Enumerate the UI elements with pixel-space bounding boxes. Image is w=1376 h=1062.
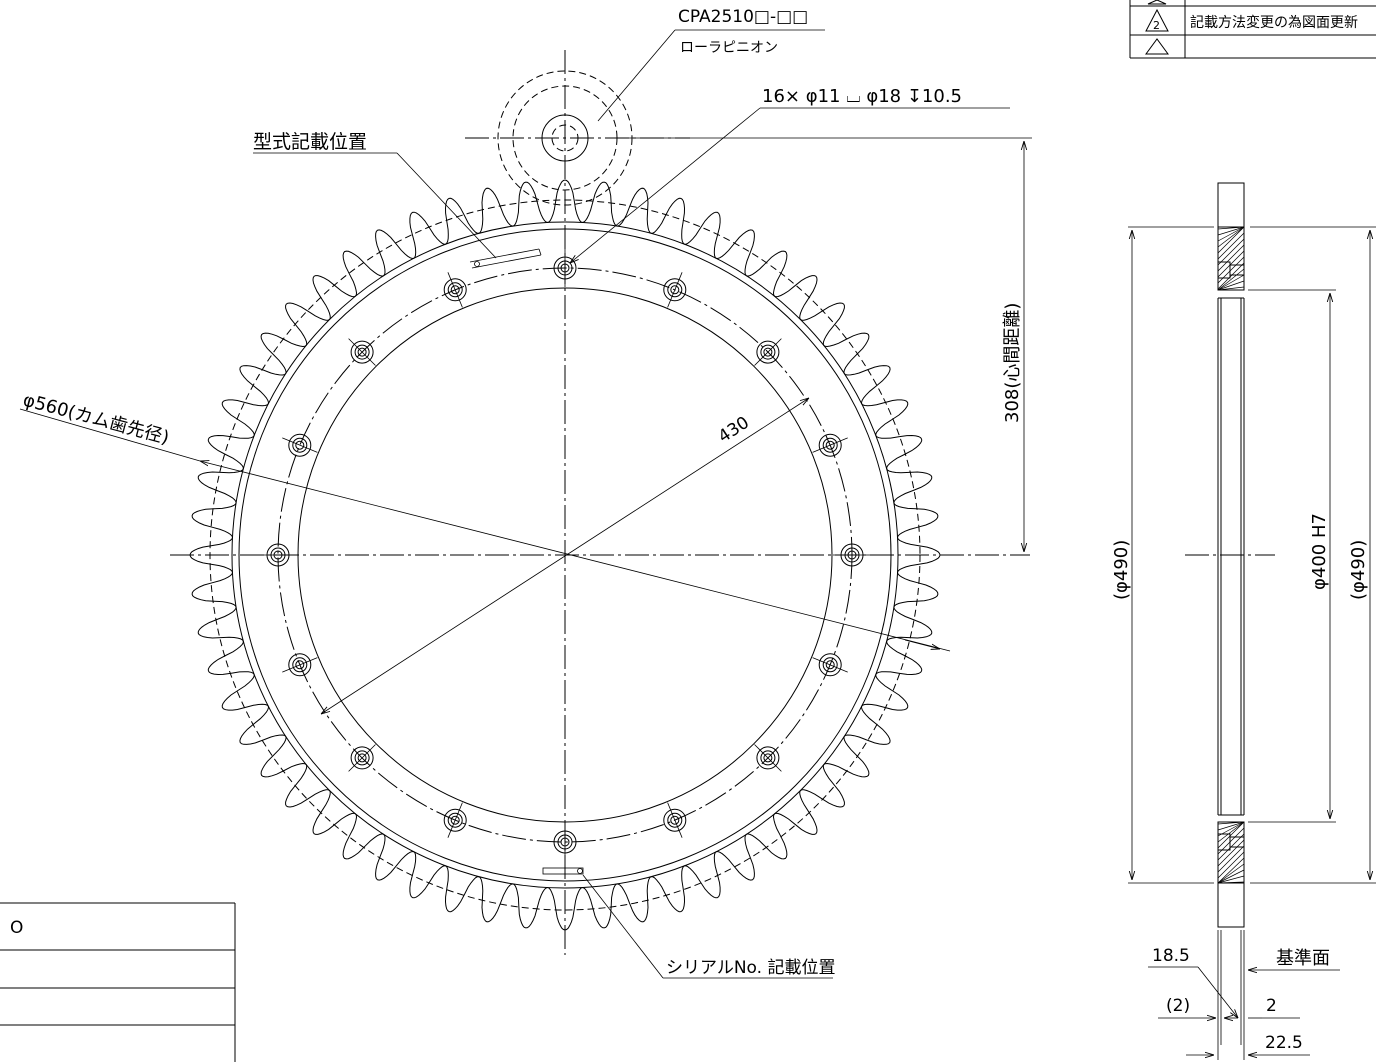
dim-22-5-label: 22.5 (1265, 1033, 1303, 1053)
side-bore-label: φ400 H7 (1309, 513, 1330, 590)
serial-position-label: シリアルNo. 記載位置 (666, 958, 835, 978)
title-block-cell: O (10, 918, 23, 938)
holes-callout: 16× φ11 ⌴ φ18 ↧10.5 (762, 86, 962, 107)
cam-tip-diameter-label: φ560(カム歯先径) (21, 390, 172, 449)
center-distance-label: 308(心間距離) (1002, 303, 1023, 423)
pinion-name-label: ローラピニオン (680, 40, 778, 56)
model-leader (396, 152, 497, 259)
model-position-label: 型式記載位置 (253, 131, 367, 153)
revision-note: 記載方法変更の為図面更新 (1190, 14, 1358, 31)
pinion-leader (597, 29, 676, 122)
dimension-560-line (19, 408, 201, 462)
dim-18-5-label: 18.5 (1152, 946, 1190, 966)
dimension-430-line (321, 398, 809, 714)
dim-2-paren-label: (2) (1166, 996, 1190, 1016)
pinion-model-label: CPA2510□-□□ (678, 7, 808, 27)
side-view (1128, 182, 1376, 1060)
holes-leader (570, 107, 761, 263)
side-diameter-right-label: (φ490) (1348, 540, 1369, 600)
revision-triangle-icon (1145, 8, 1169, 32)
serial-marking-slot (542, 867, 584, 875)
dim-2-label: 2 (1266, 996, 1277, 1016)
center-distance-dimension (620, 137, 1032, 552)
model-marking-slot (469, 248, 542, 269)
radius-430-label: 430 (715, 413, 753, 447)
revision-table (1129, 0, 1376, 59)
front-view (19, 29, 1032, 979)
title-block (0, 902, 236, 1062)
reference-face-label: 基準面 (1276, 948, 1330, 969)
revision-triangle-empty-icon (1145, 38, 1169, 55)
revision-mark: 2 (1153, 19, 1160, 32)
serial-leader (582, 874, 664, 979)
side-diameter-left-label: (φ490) (1111, 540, 1132, 600)
